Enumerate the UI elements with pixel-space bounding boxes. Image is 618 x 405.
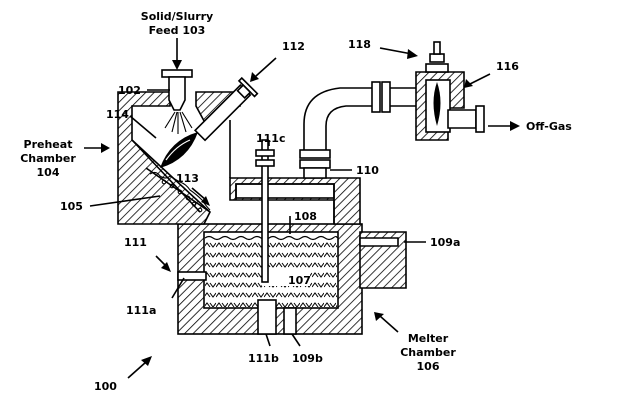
label-114: 114	[106, 108, 129, 121]
label-108: 108	[294, 210, 317, 223]
label-113: 113	[176, 172, 199, 185]
label-off-gas: Off-Gas	[526, 120, 572, 133]
label-102: 102	[118, 84, 141, 97]
label-111c: 111c	[256, 132, 285, 145]
label-preheat: Preheat	[24, 138, 73, 151]
label-106: 106	[417, 360, 440, 373]
label-100: 100	[94, 380, 117, 393]
label-preheat-chamber: Chamber	[20, 152, 76, 165]
outlet-109a	[360, 232, 406, 288]
label-104: 104	[37, 166, 60, 179]
off-gas-line	[372, 82, 416, 112]
label-111a: 111a	[126, 304, 156, 317]
label-116: 116	[496, 60, 519, 73]
label-112: 112	[282, 40, 305, 53]
label-melter: Melter	[408, 332, 449, 345]
label-111: 111	[124, 236, 147, 249]
label-solid-slurry: Solid/Slurry	[141, 10, 213, 23]
side-electrode-111a	[178, 272, 206, 280]
afterburner-116	[416, 42, 484, 140]
burner-flame	[160, 132, 198, 168]
label-105: 105	[60, 200, 83, 213]
melt-bath	[205, 237, 337, 308]
labels: Solid/Slurry Feed 103 102 112 118 116 11…	[20, 10, 572, 393]
label-melter-chamber: Chamber	[400, 346, 456, 359]
label-feed-103: Feed 103	[149, 24, 206, 37]
label-107: 107	[288, 274, 311, 287]
label-111b: 111b	[248, 352, 279, 365]
label-118: 118	[348, 38, 371, 51]
label-109a: 109a	[430, 236, 460, 249]
label-110: 110	[356, 164, 379, 177]
label-109b: 109b	[292, 352, 323, 365]
